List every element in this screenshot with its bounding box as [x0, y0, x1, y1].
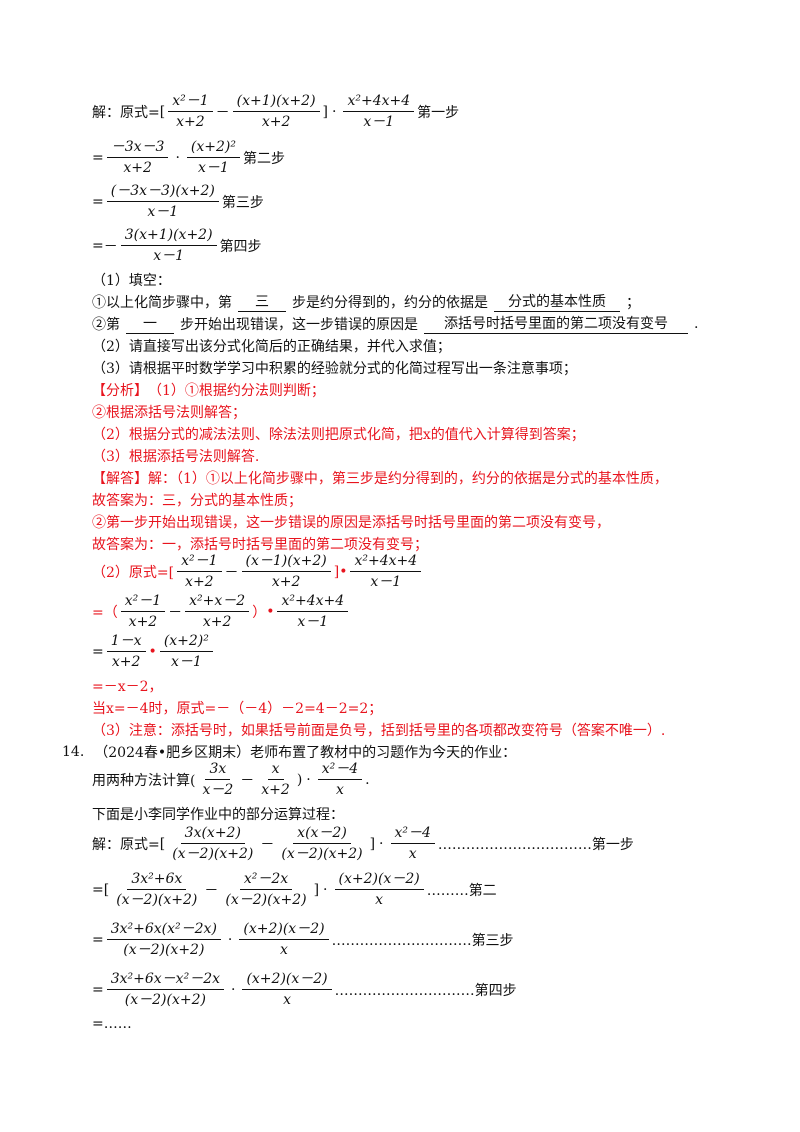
solution-step-4: =－ 3(x+1)(x+2)x－1 第四步: [92, 226, 262, 265]
fraction: 3x²+6x(x²－2x)(x－2)(x+2): [106, 920, 221, 959]
analysis-1: 【分析】（1）①根据约分法则判断；: [92, 380, 325, 400]
answer-1: 【解答】解：（1）①以上化简步骤中，第三步是约分得到的，约分的依据是分式的基本性…: [92, 468, 668, 488]
question-1a: ①以上化简步骤中，第 三 步是约分得到的，约分的依据是 分式的基本性质 ；: [92, 293, 640, 312]
question-3: （3）请根据平时数学学习中积累的经验就分式的化简过程写出一条注意事项；: [92, 361, 577, 377]
answer-2: 故答案为：三，分式的基本性质；: [92, 493, 302, 509]
step-tag: 第三步: [221, 194, 264, 211]
work-step-2: =[ 3x²+6x(x－2)(x+2) － x²－2x(x－2)(x+2) ]·…: [92, 870, 497, 909]
answer-blank: 分式的基本性质: [494, 293, 620, 312]
step-tag: ………第二: [426, 882, 497, 899]
step-tag: …………………………第四步: [334, 982, 517, 999]
fraction: (x－1)(x+2)x+2: [241, 552, 331, 591]
fraction: x²－2x(x－2)(x+2): [225, 871, 307, 908]
question-1: （1）填空：: [92, 273, 171, 289]
fraction: 3x²+6x(x－2)(x+2): [116, 871, 198, 908]
answer-tag: 【解答】: [92, 471, 148, 487]
analysis-2: ②根据添括号法则解答；: [92, 405, 246, 421]
problem-14-header: 14. （2024春•肥乡区期末）老师布置了教材中的习题作为今天的作业：: [62, 744, 517, 761]
step-tag: …………………………第三步: [331, 932, 514, 949]
fraction: (x+2)(x－2)x: [239, 920, 329, 959]
problem-number: 14.: [62, 744, 85, 760]
fraction: x(x－2)(x－2)(x+2): [281, 825, 363, 862]
analysis-3: （2）根据分式的减法法则、除法法则把原式化简，把x的值代入计算得到答案；: [92, 427, 585, 443]
answer-3: ②第一步开始出现错误，这一步错误的原因是添括号时括号里面的第二项没有变号，: [92, 515, 610, 531]
answer-blank: 一: [126, 315, 174, 334]
fraction: 3x²+6x－x²－2x(x－2)(x+2): [106, 970, 224, 1009]
step-tag: 第一步: [417, 104, 460, 121]
work-step-5: =……: [92, 1016, 132, 1032]
fraction: (－3x－3)(x+2)x－1: [106, 182, 219, 221]
note-line: （3）注意：添括号时，如果括号前面是负号，括到括号里的各项都改变符号（答案不唯一…: [92, 723, 666, 739]
fraction: (x+2)(x－2)x: [242, 970, 332, 1009]
answer-4: 故答案为：一，添括号时括号里面的第二项没有变号；: [92, 537, 428, 553]
fraction: 3(x+1)(x+2)x－1: [120, 226, 217, 265]
correct-step-4: =－x－2，: [92, 679, 163, 695]
work-step-1: 解：原式=[ 3x(x+2)(x－2)(x+2) － x(x－2)(x－2)(x…: [92, 824, 634, 863]
question-2: （2）请直接写出该分式化简后的正确结果，并代入求值；: [92, 339, 451, 355]
problem-14-desc: 下面是小李同学作业中的部分运算过程：: [92, 807, 344, 823]
step-tag: 第四步: [219, 238, 262, 255]
evaluation-line: 当x=－4时，原式=－（－4）－2=4－2=2；: [92, 701, 383, 717]
analysis-tag: 【分析】: [92, 383, 148, 399]
answer-blank: 添括号时括号里面的第二项没有变号: [424, 315, 688, 334]
work-step-4: = 3x²+6x－x²－2x(x－2)(x+2) · (x+2)(x－2)x ……: [92, 970, 517, 1009]
step-tag: ……………………………第一步: [437, 836, 634, 853]
work-step-3: = 3x²+6x(x²－2x)(x－2)(x+2) · (x+2)(x－2)x …: [92, 920, 514, 959]
answer-blank: 三: [238, 293, 286, 312]
fraction: (x+2)(x－2)x: [334, 870, 424, 909]
solution-step-3: = (－3x－3)(x+2)x－1 第三步: [92, 182, 264, 221]
solution-label: 解：原式=: [92, 104, 160, 121]
analysis-4: （3）根据添括号法则解答.: [92, 449, 260, 465]
fraction: 3x(x+2)(x－2)(x+2): [172, 825, 254, 862]
step-tag: 第二步: [242, 150, 285, 167]
question-1b: ②第 一 步开始出现错误，这一步错误的原因是 添括号时括号里面的第二项没有变号 …: [92, 315, 699, 334]
fraction: (x+1)(x+2)x+2: [232, 92, 320, 131]
